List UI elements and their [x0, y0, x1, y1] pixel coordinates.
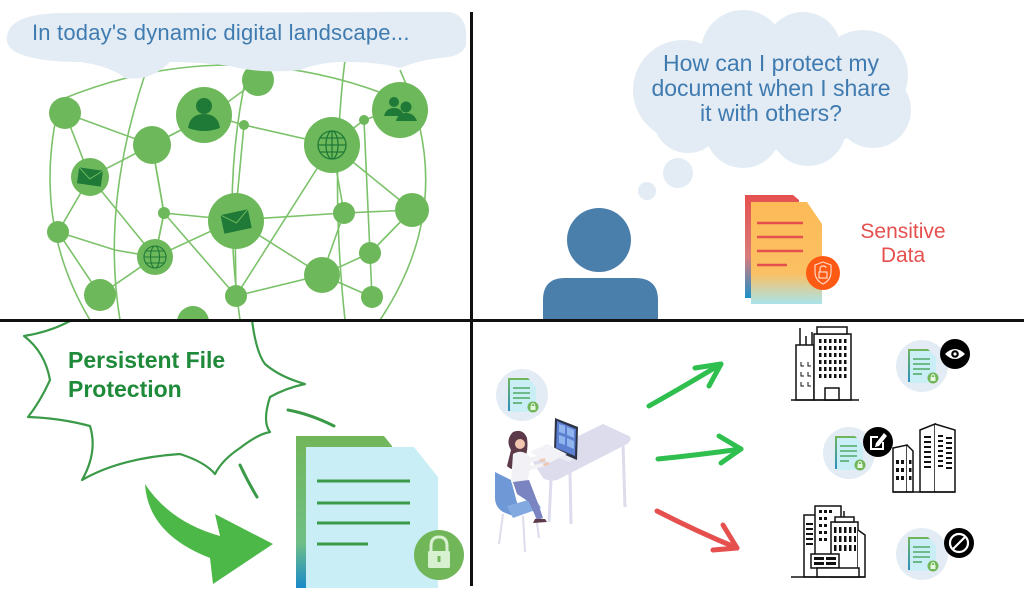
- protection-title-line1: Persistent File: [68, 347, 226, 373]
- sender-protected-document: [495, 368, 549, 422]
- envelope-node-small: [71, 158, 109, 196]
- accent-stroke: [286, 408, 336, 428]
- network-globe: [6, 12, 467, 320]
- protection-illustration: [22, 322, 464, 588]
- globe-icon: [317, 130, 347, 160]
- envelope-icon: [77, 167, 104, 187]
- globe-icon: [143, 245, 167, 269]
- accent-stroke: [238, 463, 259, 499]
- protection-panel: Persistent File Protection: [0, 322, 471, 616]
- question-panel: How can I protect my document when I sha…: [473, 0, 1024, 320]
- sensitive-document: [745, 195, 840, 304]
- padlock-icon: [428, 535, 450, 568]
- network-panel: In today's dynamic digital landscape...: [0, 0, 471, 320]
- building-editor: [892, 422, 956, 493]
- users-icon: [384, 97, 417, 121]
- question-illustration: [543, 10, 911, 320]
- thought-question: How can I protect my document when I sha…: [651, 50, 891, 126]
- share-arrow-view: [646, 361, 724, 409]
- document-lines: [317, 479, 410, 546]
- globe-node-small: [137, 239, 173, 275]
- edit-permission-badge: [863, 427, 893, 457]
- share-arrow-edit: [655, 433, 744, 466]
- sharing-panel: [473, 322, 1024, 616]
- protection-title: Persistent File Protection: [68, 346, 225, 404]
- curved-arrow: [145, 484, 273, 584]
- users-node: [372, 82, 428, 138]
- share-arrow-blocked: [654, 508, 740, 553]
- thought-bubble-medium: [663, 158, 693, 188]
- person-silhouette: [543, 208, 658, 320]
- blocked-permission-badge: [944, 528, 974, 558]
- view-permission-badge: [940, 339, 970, 369]
- recipient-view-document: [895, 339, 949, 393]
- starburst-bubble: [22, 322, 307, 482]
- eye-icon: [945, 349, 965, 359]
- envelope-node: [208, 193, 264, 249]
- envelope-icon: [220, 208, 252, 234]
- horizontal-divider: [0, 319, 1024, 322]
- building-blocked: [791, 505, 866, 578]
- sensitive-label-line2: Data: [880, 244, 926, 267]
- padlock-badge: [414, 530, 464, 580]
- protected-document: [296, 436, 464, 588]
- document-lines: [757, 221, 803, 267]
- thought-bubble-small: [638, 182, 656, 200]
- sensitive-label-line1: Sensitive: [860, 220, 946, 243]
- sensitive-data-label: Sensitive Data: [843, 220, 963, 268]
- recipient-blocked-document: [895, 527, 949, 581]
- user-icon: [188, 98, 220, 131]
- intro-caption: In today's dynamic digital landscape...: [32, 20, 410, 45]
- caption-cloud: [6, 12, 467, 79]
- vertical-divider: [470, 12, 473, 586]
- globe-node: [304, 117, 360, 173]
- unlocked-shield-icon: [814, 261, 832, 285]
- sharing-illustration: [495, 326, 974, 581]
- edit-icon: [870, 433, 887, 450]
- thought-cloud: [633, 10, 911, 168]
- woman-at-desk-illustration: [495, 418, 631, 553]
- network-nodes: [47, 64, 429, 320]
- forbidden-icon: [948, 532, 970, 554]
- user-node: [176, 87, 232, 143]
- unlocked-shield-badge: [806, 256, 840, 290]
- building-viewer: [791, 326, 859, 401]
- protection-title-line2: Protection: [68, 376, 182, 402]
